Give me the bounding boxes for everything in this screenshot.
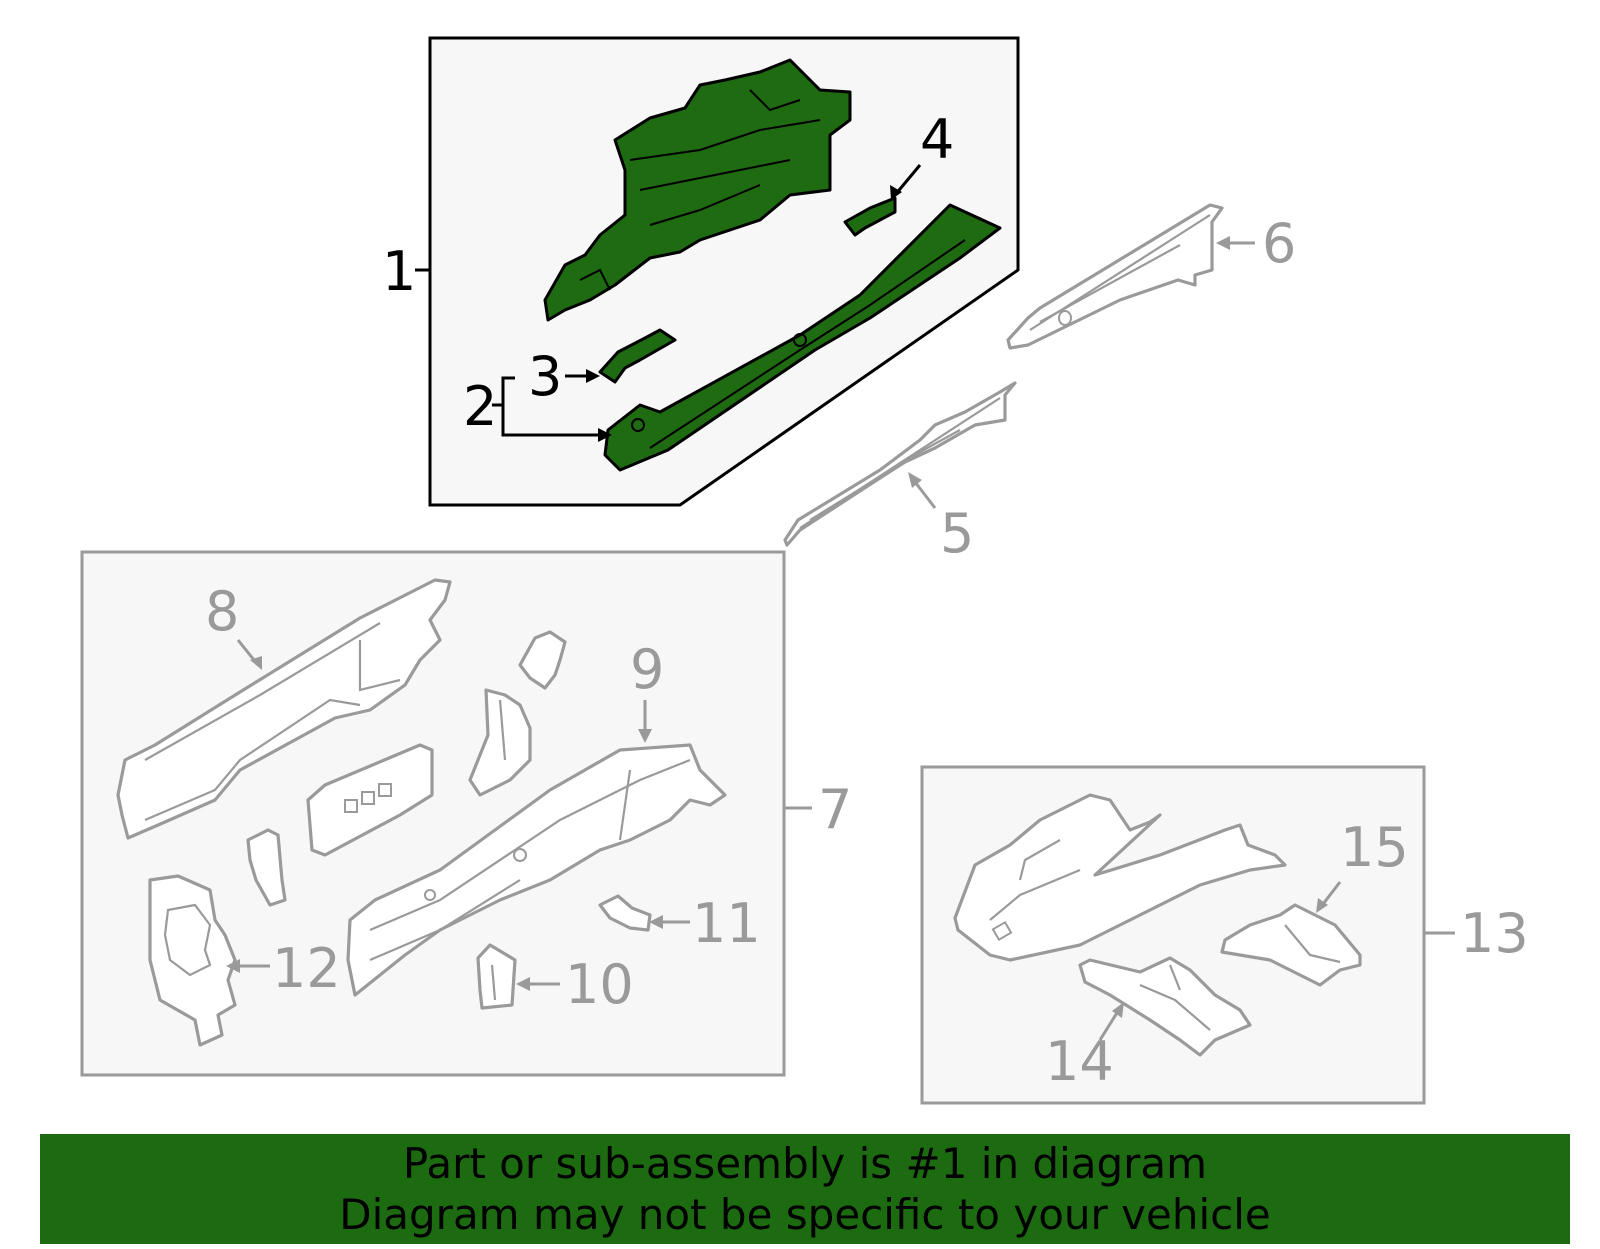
small-bracket-upper[interactable] (518, 630, 567, 690)
callout-3[interactable]: 3 (528, 345, 562, 408)
part-2-rail[interactable] (603, 203, 1002, 472)
part-1-apron-panel[interactable] (543, 58, 852, 322)
part-4-bracket[interactable] (843, 196, 897, 237)
callout-8[interactable]: 8 (205, 580, 239, 643)
part-12-plate[interactable] (148, 874, 237, 1047)
part-11-clip[interactable] (598, 894, 652, 932)
arrowhead-15 (1316, 898, 1328, 913)
part-9-frame-rail[interactable] (346, 743, 727, 997)
callout-15[interactable]: 15 (1340, 816, 1409, 879)
arrowhead-4 (890, 185, 902, 200)
callout-7[interactable]: 7 (818, 778, 852, 841)
callout-12[interactable]: 12 (272, 937, 341, 1000)
callout-2[interactable]: 2 (463, 375, 497, 438)
callout-1[interactable]: 1 (382, 240, 416, 303)
part-10-bracket[interactable] (476, 943, 517, 1010)
arrowhead-12 (226, 959, 240, 973)
arrowhead-2 (598, 428, 612, 442)
arrowhead-14 (1112, 1002, 1124, 1018)
callout-5[interactable]: 5 (940, 502, 974, 565)
arrowhead-11 (649, 915, 663, 929)
part-15-bracket[interactable] (1220, 903, 1362, 987)
part-5-rail[interactable] (783, 381, 1017, 547)
info-banner: Part or sub-assembly is #1 in diagram Di… (40, 1134, 1570, 1244)
part-3-reinforcement[interactable] (598, 328, 677, 384)
arrowhead-3 (586, 369, 600, 383)
callout-4[interactable]: 4 (920, 108, 954, 171)
callout-13[interactable]: 13 (1460, 902, 1529, 965)
part-6-rail[interactable] (1006, 203, 1224, 350)
bracket-column[interactable] (468, 688, 532, 797)
banner-line-1: Part or sub-assembly is #1 in diagram (402, 1139, 1208, 1188)
part-13-apron[interactable] (953, 793, 1287, 962)
arrowhead-5 (908, 472, 922, 488)
arrowhead-6 (1216, 236, 1230, 250)
callout-11[interactable]: 11 (692, 892, 761, 955)
callout-10[interactable]: 10 (565, 953, 634, 1016)
callout-14[interactable]: 14 (1045, 1030, 1114, 1093)
arrowhead-8 (250, 656, 262, 670)
callout-9[interactable]: 9 (630, 638, 664, 701)
part-8-apron-rail[interactable] (116, 578, 452, 840)
banner-line-2: Diagram may not be specific to your vehi… (339, 1190, 1271, 1239)
assembly-1-frame (428, 36, 1020, 507)
leader-4 (893, 164, 922, 196)
small-vertical-bracket[interactable] (246, 828, 287, 907)
reinforcement-plate[interactable] (306, 743, 434, 857)
callout-6[interactable]: 6 (1262, 212, 1296, 275)
arrowhead-10 (516, 977, 530, 991)
arrowhead-9 (638, 729, 652, 743)
